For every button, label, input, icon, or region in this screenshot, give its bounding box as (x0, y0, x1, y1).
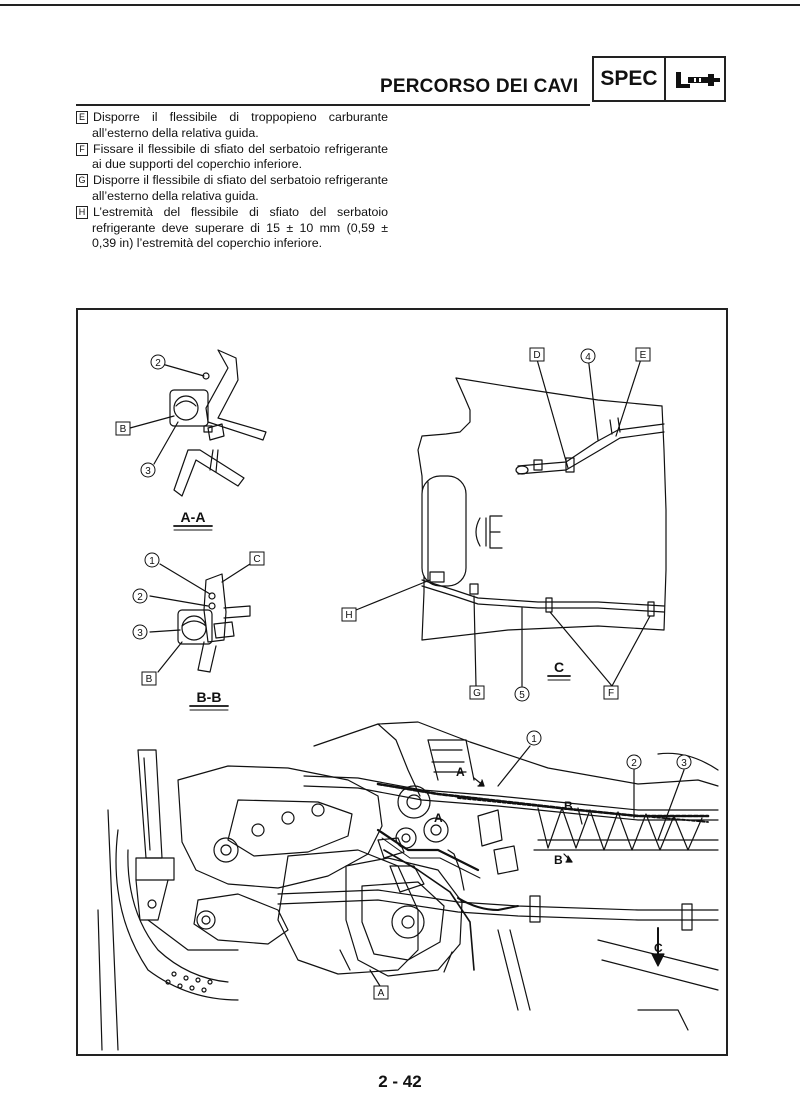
circled-label: 2 (132, 588, 148, 604)
svg-text:C: C (253, 554, 260, 565)
circled-label: 3 (676, 754, 692, 770)
circled-label: 1 (526, 730, 542, 746)
section-c-title: C (554, 659, 564, 675)
svg-text:3: 3 (681, 758, 687, 769)
scooter-frame-view (97, 721, 719, 1051)
boxed-label: A (373, 985, 389, 1000)
svg-text:2: 2 (155, 358, 161, 369)
svg-text:1: 1 (531, 734, 537, 745)
circled-label: 1 (144, 552, 160, 568)
circled-label: 2 (150, 354, 166, 370)
svg-text:5: 5 (519, 690, 525, 701)
routing-diagram: 2 3 1 2 3 4 5 1 (97, 347, 719, 1051)
svg-text:2: 2 (137, 592, 143, 603)
detail-c (355, 355, 667, 687)
section-bb-title: B-B (197, 689, 222, 705)
boxed-label: G (469, 685, 485, 700)
spec-label: SPEC (594, 58, 666, 100)
routing-figure: 2 3 1 2 3 4 5 1 (76, 308, 728, 1056)
section-marker-a: A (456, 765, 465, 779)
svg-text:3: 3 (137, 628, 143, 639)
svg-text:G: G (473, 688, 481, 699)
key-box: G (76, 174, 88, 188)
boxed-label: H (341, 607, 357, 622)
top-border-line (0, 4, 800, 6)
svg-text:2: 2 (631, 758, 637, 769)
svg-text:B: B (120, 424, 127, 435)
circled-label: 5 (514, 686, 530, 702)
boxed-label: E (635, 347, 651, 362)
svg-text:E: E (640, 350, 647, 361)
section-marker-b: B (554, 853, 563, 867)
section-aa-title: A-A (181, 509, 206, 525)
caliper-icon (676, 72, 720, 88)
boxed-label: F (603, 685, 619, 700)
boxed-label: B (115, 421, 131, 436)
svg-text:1: 1 (149, 556, 155, 567)
svg-text:A: A (378, 988, 385, 999)
title-underline (76, 104, 590, 106)
circled-label: 3 (132, 624, 148, 640)
detail-bb (149, 563, 251, 711)
section-marker-a: A (434, 811, 443, 825)
key-box: F (76, 142, 88, 156)
detail-aa (129, 349, 267, 531)
boxed-label: D (529, 347, 545, 362)
section-marker-c: C (654, 941, 663, 955)
page-title: PERCORSO DEI CAVI (380, 76, 579, 97)
boxed-label: C (249, 551, 265, 566)
svg-text:4: 4 (585, 352, 591, 363)
svg-text:D: D (533, 350, 540, 361)
spec-badge: SPEC (592, 56, 726, 102)
key-box: E (76, 111, 88, 124)
page-number: 2 - 42 (378, 1072, 422, 1091)
circled-label: 4 (580, 348, 596, 364)
circled-label: 3 (140, 462, 156, 478)
boxed-label: B (141, 671, 157, 686)
circled-label: 2 (626, 754, 642, 770)
svg-text:3: 3 (145, 466, 151, 477)
svg-text:H: H (345, 610, 352, 621)
svg-text:B: B (146, 674, 153, 685)
figure-labels: 2 3 1 2 3 4 5 1 (115, 347, 692, 1000)
section-marker-b: B (564, 799, 573, 813)
key-box: H (76, 205, 88, 219)
svg-text:F: F (608, 688, 614, 699)
